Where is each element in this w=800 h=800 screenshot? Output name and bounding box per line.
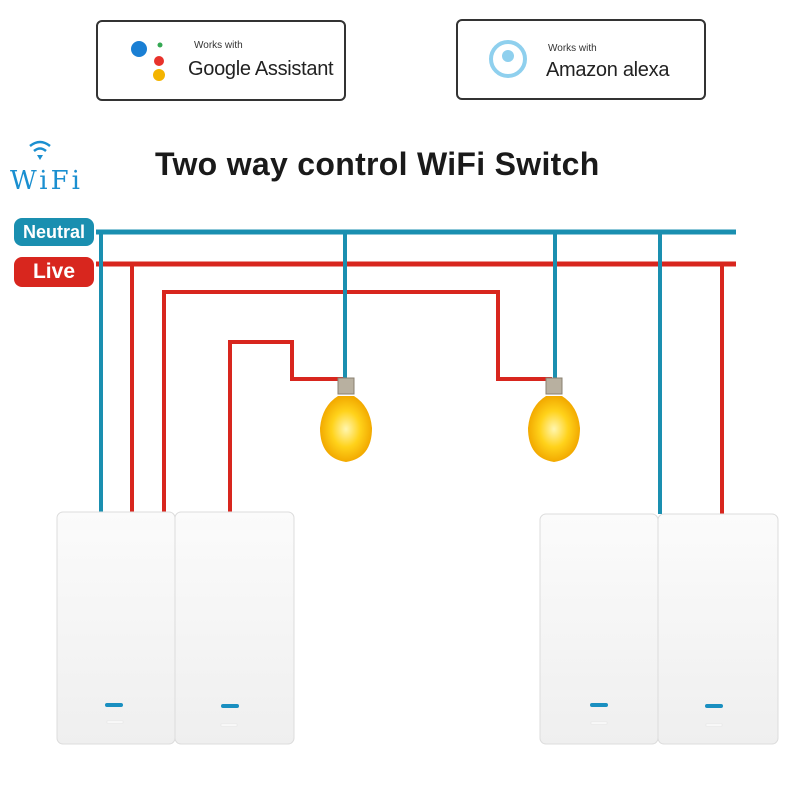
right-wall-switch (539, 513, 779, 745)
bulb1-switched-wire (228, 340, 345, 512)
switch-key-right (657, 513, 779, 745)
bulb2-switched-wire (162, 290, 552, 512)
alexa-icon (489, 40, 527, 78)
indicator-light (105, 703, 123, 707)
wifi-signal-icon (29, 140, 51, 160)
amazon-alexa-label: Amazon alexa (546, 59, 670, 81)
switch-key-right (174, 511, 295, 745)
wifi-logo-text: WiFi (10, 166, 83, 196)
indicator-light (590, 703, 608, 707)
switch-key-left (539, 513, 659, 745)
alexa-works-with: Works with (548, 43, 597, 54)
light-bulb-icon (320, 377, 372, 462)
indicator-light (221, 704, 239, 708)
left-wall-switch (56, 511, 295, 745)
amazon-alexa-badge: Works with Amazon alexa (456, 19, 706, 100)
google-assistant-label: Google Assistant (188, 58, 334, 80)
switch-key-left (56, 511, 176, 745)
indicator-light (705, 704, 723, 708)
neutral-label: Neutral (14, 218, 94, 246)
google-works-with: Works with (194, 40, 243, 51)
google-assistant-badge: Works with Google Assistant (96, 20, 346, 101)
light-bulb-icon (528, 377, 580, 462)
google-assistant-icon (131, 41, 165, 81)
live-label: Live (14, 257, 94, 287)
page-title: Two way control WiFi Switch (155, 146, 600, 182)
